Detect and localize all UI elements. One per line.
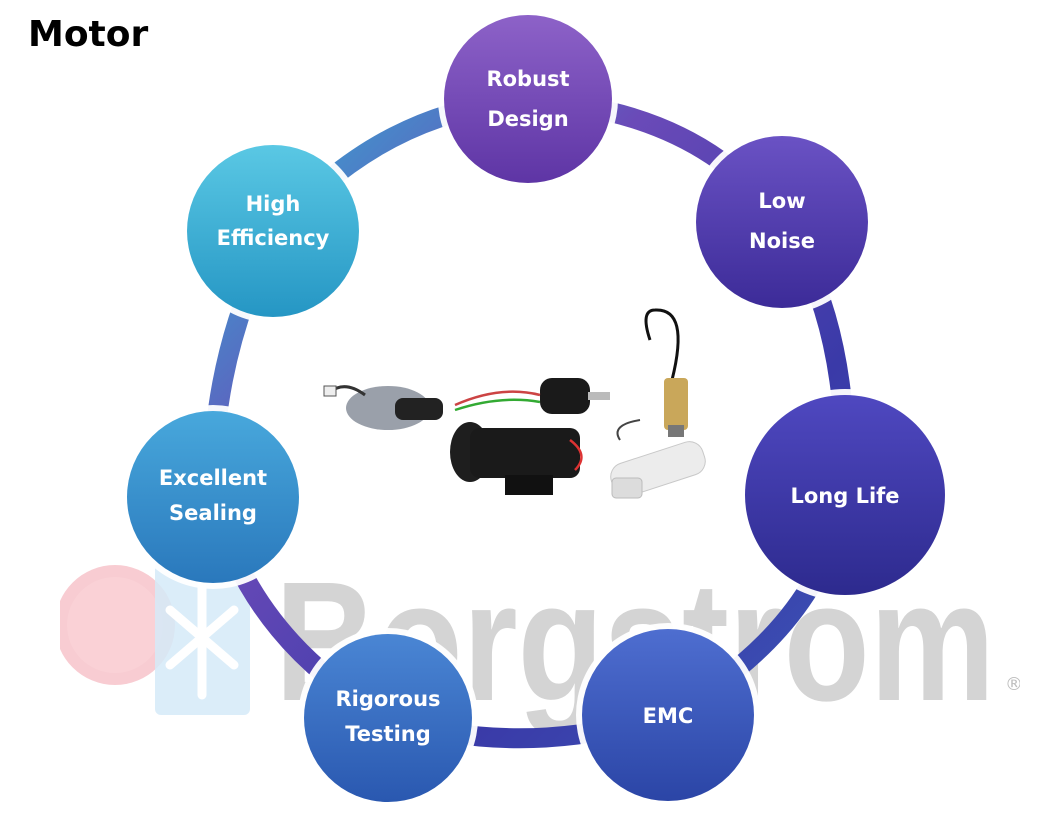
node-label: Efficiency: [217, 226, 330, 250]
node-label: Design: [487, 107, 568, 131]
sun-icon: [60, 565, 175, 685]
node-excellent-sealing: Excellent Sealing: [121, 405, 305, 589]
node-label: Testing: [345, 722, 431, 746]
node-label: Sealing: [169, 501, 257, 525]
node-label: Low: [758, 189, 805, 213]
node-label: Excellent: [159, 466, 267, 490]
node-robust-design: Robust Design: [438, 9, 618, 189]
node-emc: EMC: [576, 623, 760, 807]
node-label: EMC: [643, 704, 694, 728]
snowflake-icon: [155, 560, 250, 715]
white-motor: [610, 441, 706, 499]
node-label: Noise: [749, 229, 815, 253]
registered-mark: ®: [1005, 674, 1020, 695]
node-label: High: [246, 192, 301, 216]
page-title: Motor: [28, 14, 149, 55]
node-label: Robust: [486, 67, 569, 91]
node-label: Rigorous: [335, 687, 440, 711]
node-rigorous-testing: Rigorous Testing: [298, 628, 478, 808]
node-low-noise: Low Noise: [690, 130, 874, 314]
product-images: [323, 308, 706, 499]
node-long-life: Long Life: [739, 389, 951, 601]
solenoid-actuator: [616, 308, 688, 441]
dc-gear-motor: [450, 422, 583, 495]
blower-motor: [454, 378, 610, 414]
node-label: Long Life: [790, 484, 899, 508]
wiper-motor: [323, 385, 443, 430]
node-high-efficiency: High Efficiency: [181, 139, 365, 323]
